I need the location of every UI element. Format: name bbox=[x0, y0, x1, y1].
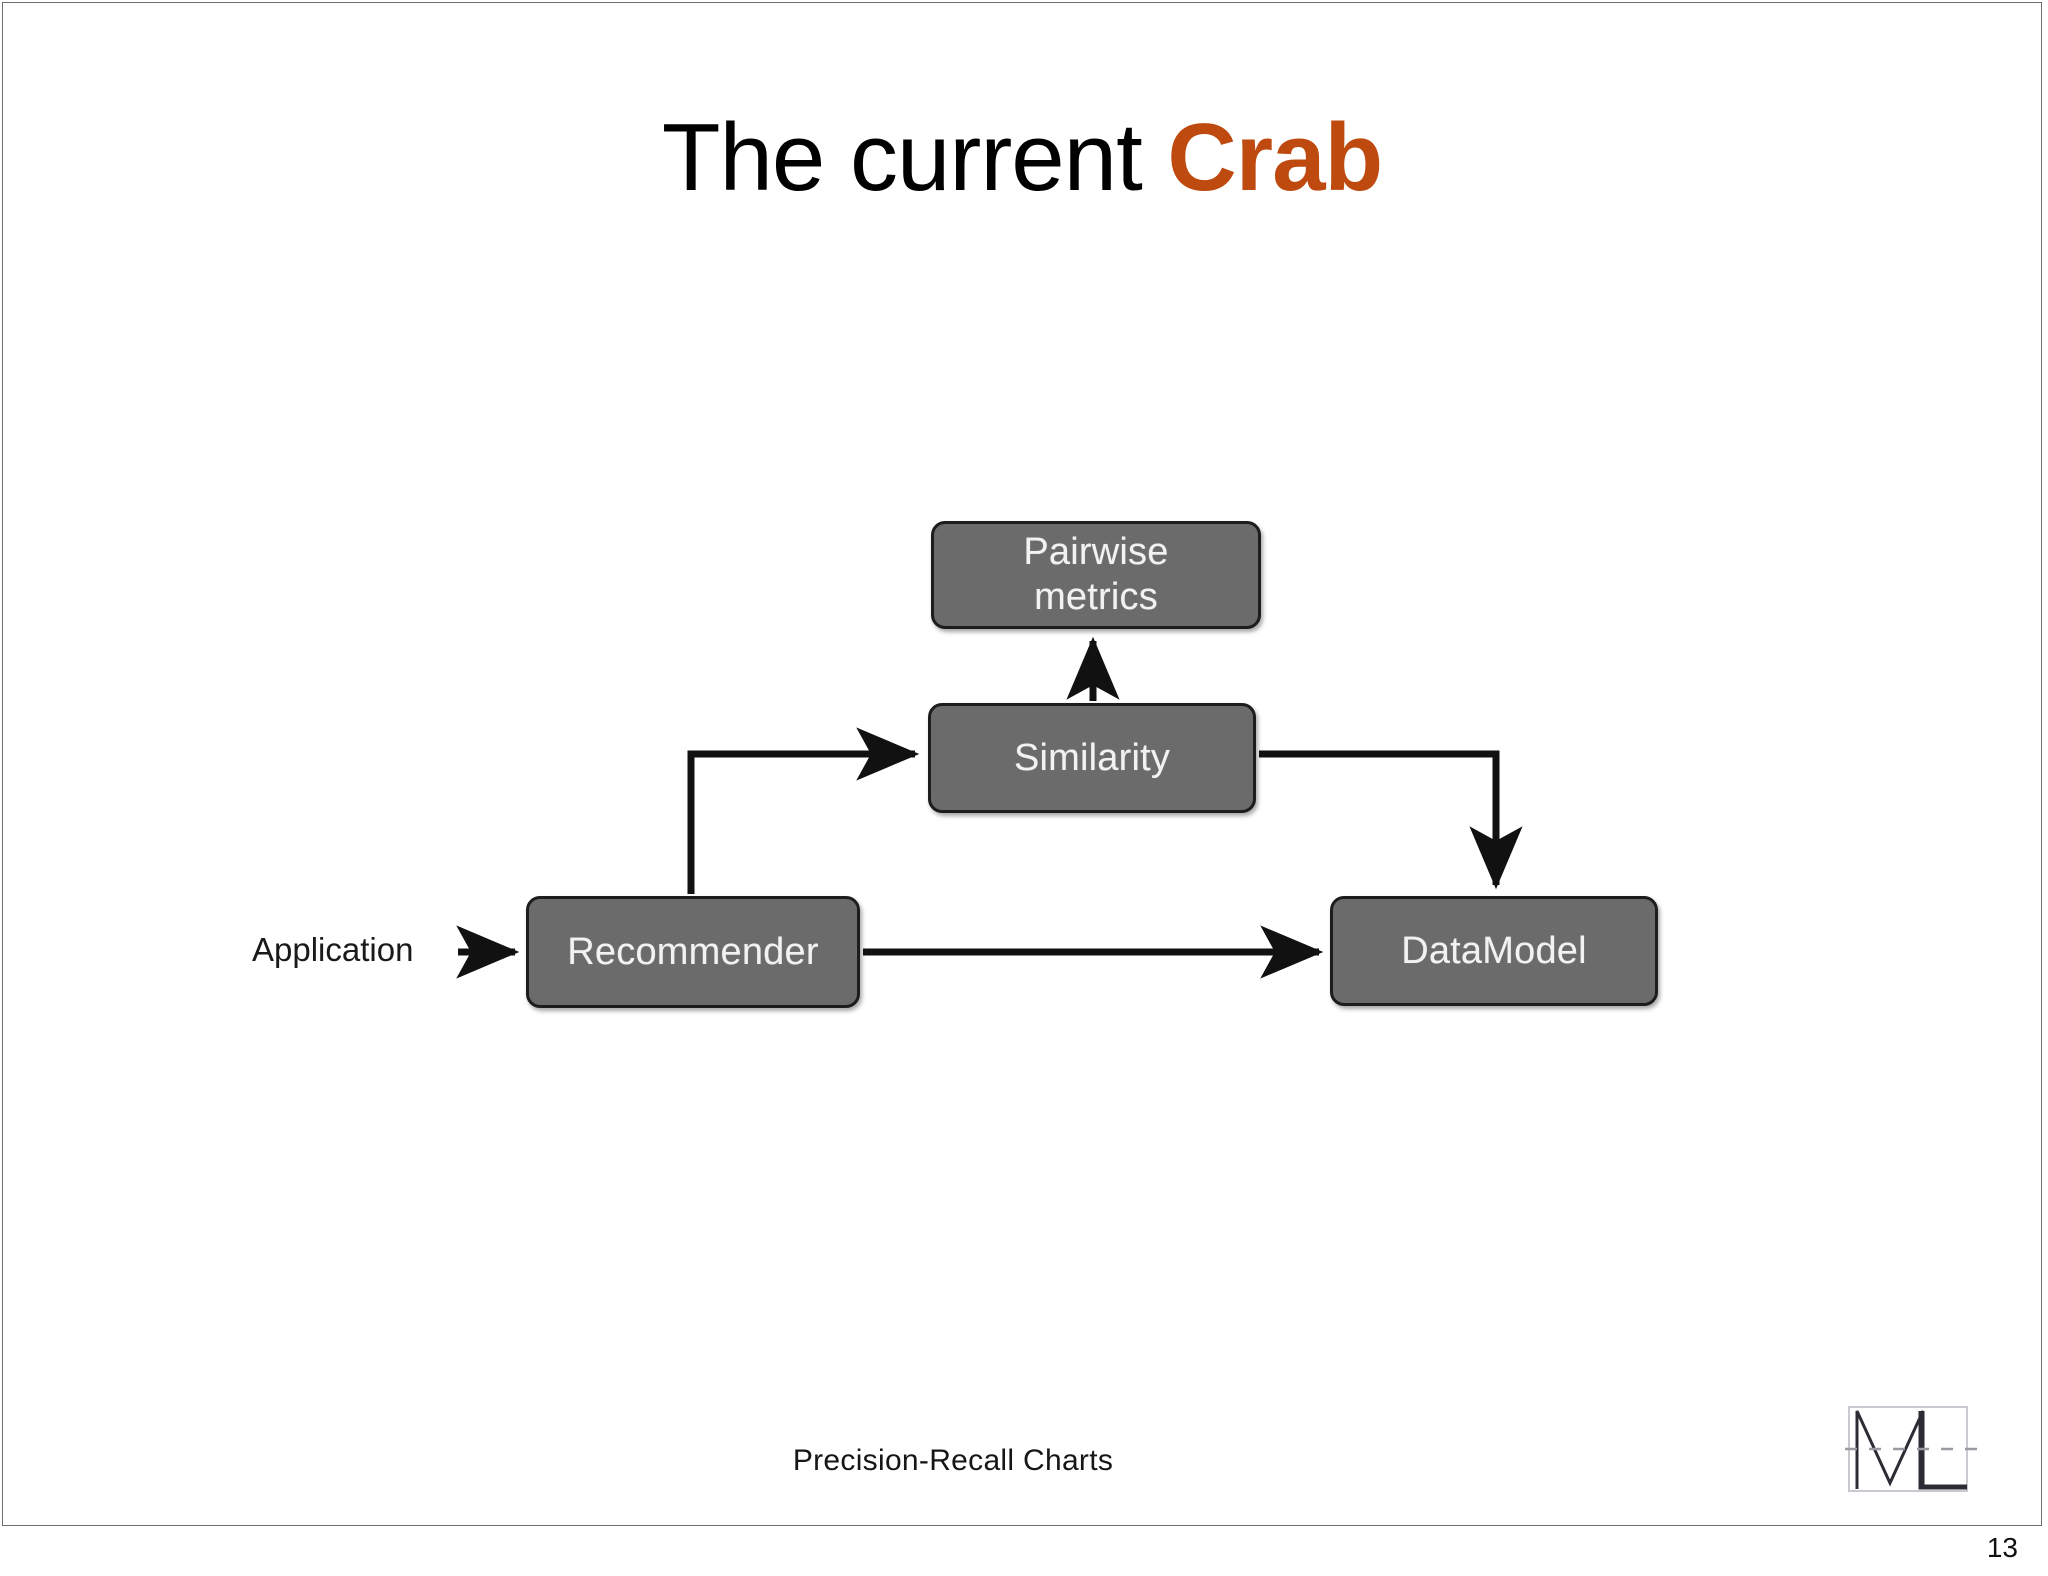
page-title-accent: Crab bbox=[1167, 104, 1383, 211]
slide-canvas: The current Crab Application Pairw bbox=[2, 2, 2042, 1526]
diagram-node-similarity-label: Similarity bbox=[1013, 736, 1171, 779]
page-title-plain: The current bbox=[661, 104, 1168, 211]
diagram-node-recommender-label: Recommender bbox=[567, 930, 819, 973]
edge-similarity-datamodel bbox=[1259, 750, 1523, 890]
diagram-node-recommender[interactable]: Recommender bbox=[526, 896, 860, 1008]
diagram-node-datamodel[interactable]: DataModel bbox=[1330, 896, 1658, 1006]
page-number: 13 bbox=[1986, 1532, 2018, 1563]
page-title: The current Crab bbox=[3, 103, 2041, 213]
ml-logo-icon bbox=[1845, 1406, 1981, 1492]
diagram-node-similarity[interactable]: Similarity bbox=[928, 703, 1256, 813]
diagram-node-datamodel-label: DataModel bbox=[1401, 929, 1587, 972]
diagram-connectors bbox=[456, 636, 1523, 979]
diagram-label-application: Application bbox=[252, 931, 414, 968]
slide-footer-text: Precision-Recall Charts bbox=[792, 1444, 1114, 1477]
edge-recommender-similarity bbox=[687, 727, 920, 894]
